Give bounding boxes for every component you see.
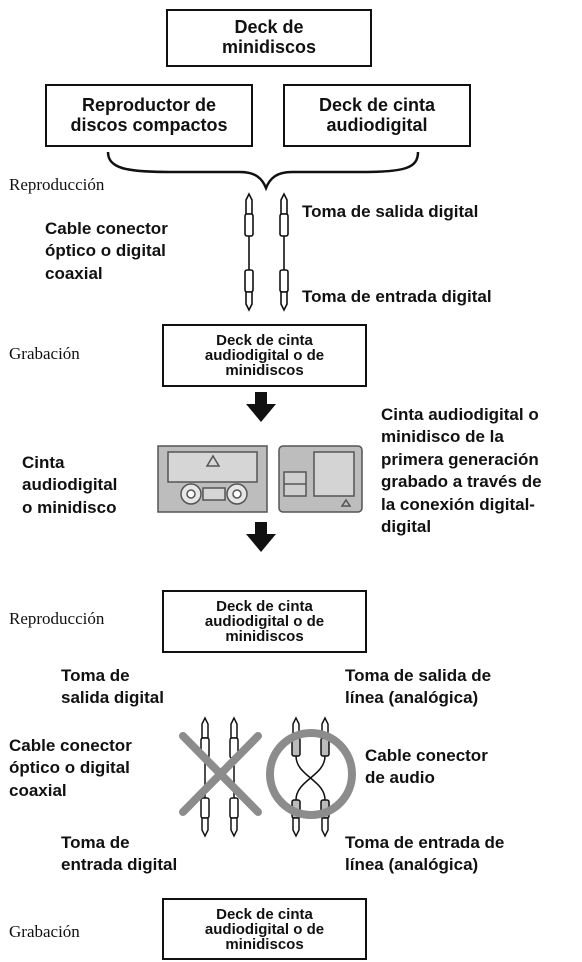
audio-cable-label: Cable conector de audio	[365, 745, 488, 790]
cross-mark-icon	[179, 732, 262, 816]
line-in-jack-label: Toma de entrada de línea (analógica)	[345, 832, 504, 877]
playback-deck-box: Deck de cinta audiodigital o de minidisc…	[162, 590, 367, 653]
text-line: Cable conector	[9, 736, 132, 755]
text-line: de audio	[365, 768, 435, 788]
text-line: coaxial	[45, 263, 103, 283]
digital-out-jack-label: Toma de salida digital	[302, 202, 479, 221]
record-deck-box: Deck de cinta audiodigital o de minidisc…	[162, 324, 367, 387]
text-line: coaxial	[9, 780, 67, 800]
text-line: óptico o digital	[9, 758, 130, 778]
text-line: Toma de entrada de	[345, 833, 505, 852]
text-line: Cable conector	[365, 746, 488, 765]
text-line: audiodigital	[22, 475, 118, 495]
recording-label: Grabación	[9, 344, 80, 363]
box-line: Reproductor de	[81, 94, 216, 115]
cable-label: Cable conector óptico o digital coaxial	[45, 218, 168, 285]
box-line: Deck de cinta	[216, 598, 313, 615]
cassette-icon	[157, 445, 268, 513]
text-line: o minidisco	[22, 497, 117, 517]
down-arrow-icon	[246, 392, 276, 422]
text-line: Toma de	[61, 833, 130, 852]
brace-icon	[106, 151, 420, 192]
box-line: minidiscos	[225, 935, 304, 953]
ok-circle-icon	[266, 729, 356, 819]
digital-cable-icon	[200, 716, 239, 838]
line-out-jack-label: Toma de salida de línea (analógica)	[345, 665, 491, 710]
dat-deck-box: Deck de cinta audiodigital	[283, 84, 471, 147]
text-line: Cable conector	[45, 219, 168, 238]
text-line: Toma de salida de	[345, 666, 492, 685]
cd-player-box: Reproductor de discos compactos	[45, 84, 253, 147]
text-line: salida digital	[61, 688, 164, 708]
text-line: entrada digital	[61, 855, 178, 875]
box-line: audiodigital o de	[204, 920, 325, 938]
box-line: audiodigital o de	[204, 613, 325, 630]
text-line: Cinta	[22, 453, 65, 472]
box-line: minidiscos	[225, 628, 304, 645]
playback-label: Reproducción	[9, 175, 105, 194]
cable-label: Cable conector óptico o digital coaxial	[9, 735, 132, 802]
box-line: minidiscos	[225, 362, 304, 379]
text-line: minidisco de la	[381, 427, 504, 447]
box-line: minidiscos	[221, 37, 317, 57]
first-generation-label: Cinta audiodigital o minidisco de la pri…	[381, 404, 542, 539]
text-line: Cinta audiodigital o	[381, 405, 539, 424]
box-line: Deck de cinta	[318, 94, 436, 115]
text-line: digital	[381, 517, 432, 537]
text-line: Toma de	[61, 666, 130, 685]
box-line: Deck de cinta	[216, 905, 313, 923]
media-label: Cinta audiodigital o minidisco	[22, 452, 117, 519]
text-line: la conexión digital-	[381, 494, 535, 514]
text-line: línea (analógica)	[345, 688, 479, 708]
digital-out-jack-label: Toma de salida digital	[61, 665, 164, 710]
recording-label: Grabación	[9, 922, 80, 941]
text-line: primera generación	[381, 449, 539, 469]
box-line: audiodigital	[326, 114, 428, 135]
digital-in-jack-label: Toma de entrada digital	[61, 832, 177, 877]
box-line: Deck de	[234, 17, 304, 38]
playback-label: Reproducción	[9, 609, 105, 628]
text-line: óptico o digital	[45, 241, 166, 261]
record-deck-box: Deck de cinta audiodigital o de minidisc…	[162, 898, 367, 960]
box-line: discos compactos	[70, 114, 228, 135]
text-line: línea (analógica)	[345, 855, 479, 875]
box-line: audiodigital o de	[204, 347, 325, 364]
box-line: Deck de cinta	[216, 332, 313, 349]
digital-in-jack-label: Toma de entrada digital	[302, 287, 492, 306]
text-line: grabado a través de	[381, 472, 542, 492]
minidisc-deck-box: Deck de minidiscos	[166, 9, 372, 67]
minidisc-icon	[278, 445, 363, 513]
digital-cable-icon	[244, 192, 289, 312]
down-arrow-icon	[246, 522, 276, 552]
